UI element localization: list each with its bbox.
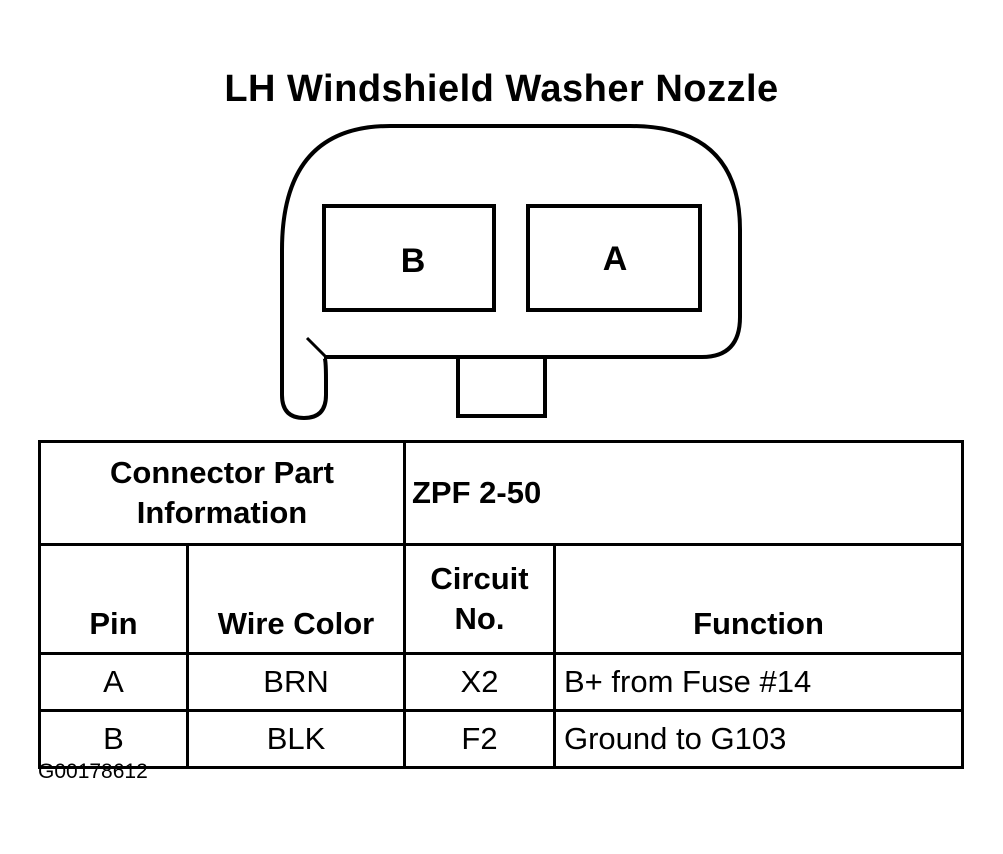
header-pin: Pin (38, 543, 189, 655)
diagram-title: LH Windshield Washer Nozzle (224, 68, 779, 110)
circuit-cell: X2 (403, 652, 556, 712)
header-circuit-line2: No. (454, 601, 505, 636)
function-cell: Ground to G103 (553, 709, 964, 769)
figure-id: G00178612 (38, 760, 148, 783)
cavity-a (526, 204, 702, 312)
housing-latch-line (305, 336, 328, 359)
wire-color-cell: BRN (186, 652, 406, 712)
header-wire-color: Wire Color (186, 543, 406, 655)
header-circuit-no: Circuit No. (403, 543, 556, 655)
function-cell: B+ from Fuse #14 (553, 652, 964, 712)
part-number: ZPF 2-50 (403, 440, 964, 546)
table-row: B BLK F2 Ground to G103 (38, 709, 964, 769)
header-function: Function (553, 543, 964, 655)
header-circuit-line1: Circuit (430, 560, 529, 596)
connector-key-tab (456, 357, 547, 418)
cavity-b (322, 204, 496, 312)
table-row: A BRN X2 B+ from Fuse #14 (38, 652, 964, 712)
cavity-a-label: A (603, 240, 628, 278)
connector-housing-outline (280, 124, 742, 421)
pin-cell: B (38, 709, 189, 769)
connector-face-drawing: B A (280, 124, 742, 421)
circuit-cell: F2 (403, 709, 556, 769)
pin-cell: A (38, 652, 189, 712)
wire-color-cell: BLK (186, 709, 406, 769)
column-header-row: Pin Wire Color Circuit No. Function (38, 543, 964, 655)
cavity-b-label: B (401, 242, 426, 280)
